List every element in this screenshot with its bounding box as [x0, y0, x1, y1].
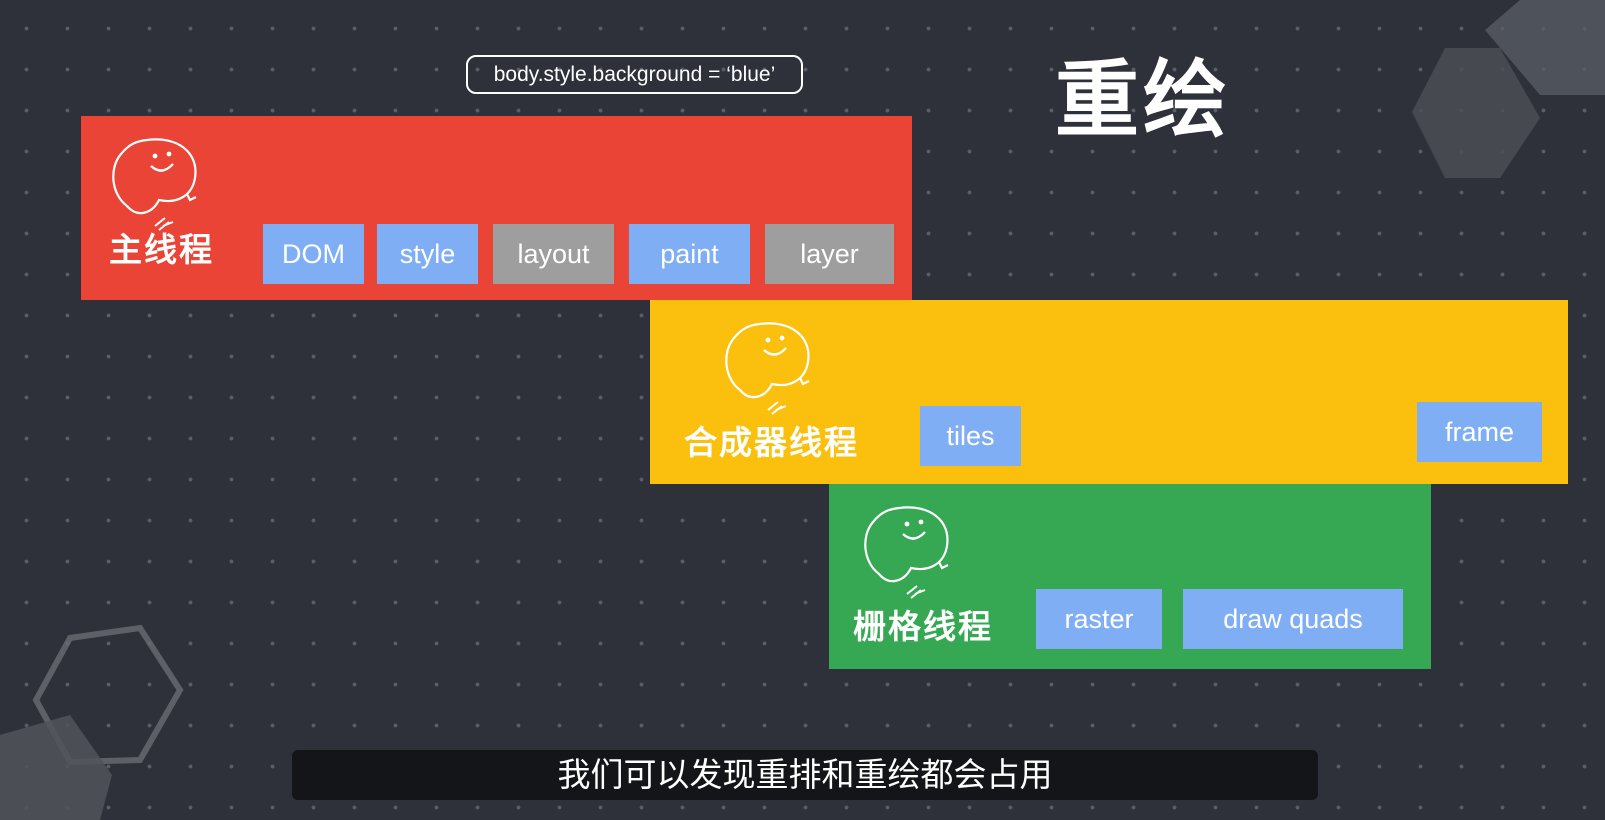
- step-frame: frame: [1417, 402, 1542, 462]
- compositor-thread-panel: 合成器线程 tiles frame: [650, 300, 1568, 484]
- smiley-speech-bubble-icon: [725, 322, 810, 415]
- step-draw-quads: draw quads: [1183, 589, 1403, 649]
- step-layer: layer: [765, 224, 894, 284]
- code-statement-label: body.style.background = ‘blue’: [466, 55, 803, 94]
- step-tiles: tiles: [920, 406, 1021, 466]
- main-thread-label: 主线程: [109, 230, 214, 269]
- slide-title: 重绘: [1055, 51, 1232, 149]
- video-subtitle: 我们可以发现重排和重绘都会占用: [292, 750, 1318, 800]
- step-style: style: [377, 224, 478, 284]
- step-raster: raster: [1036, 589, 1162, 649]
- raster-thread-label: 栅格线程: [853, 607, 993, 646]
- compositor-thread-label: 合成器线程: [684, 423, 859, 462]
- step-dom: DOM: [263, 224, 364, 284]
- smiley-speech-bubble-icon: [864, 506, 949, 599]
- smiley-speech-bubble-icon: [112, 138, 197, 231]
- main-thread-panel: 主线程 DOM style layout paint layer: [81, 116, 912, 300]
- raster-thread-panel: 栅格线程 raster draw quads: [829, 484, 1431, 669]
- step-layout: layout: [493, 224, 614, 284]
- step-paint: paint: [629, 224, 750, 284]
